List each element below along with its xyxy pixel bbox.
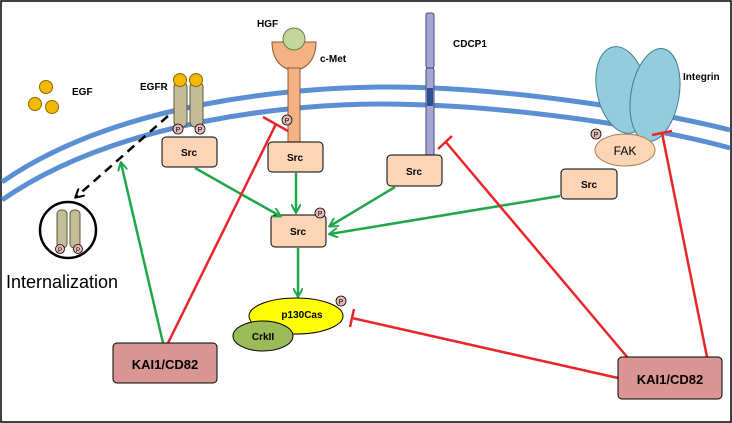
src-node-center [270,214,327,248]
crkii-node [232,320,294,352]
inhibit-kai1-to-p130cas [351,316,619,380]
svg-text:P: P [76,248,80,254]
src-cmet-label: Src [287,153,304,164]
src-center-phospho-icon: P [314,207,326,219]
inhibit-kai1-to-integrin [660,132,709,358]
svg-text:P: P [198,127,203,134]
arrow-kai1-to-egfr [121,163,165,344]
crkii-label: CrkII [252,332,274,343]
cmet-receptor [271,41,317,151]
inhibition-lines [166,115,709,380]
arrow-src-fak-to-src [330,194,561,234]
src-fak-label: Src [581,180,598,191]
src-cdcp1-label: Src [406,167,423,178]
p130cas-phospho-icon: P [335,295,347,307]
inhibit-kai1-to-cdcp1 [444,140,629,359]
kai1-left-label: KAI1/CD82 [132,357,198,372]
src-node-egfr [161,136,218,168]
egfr-phospho-icon: P P [172,123,206,135]
activation-arrows [121,163,561,344]
arrow-src-egfr-to-src [194,166,280,216]
hgf-ligand [282,27,306,51]
internalization-label: Internalization [6,272,118,292]
src-center-label: Src [290,227,307,238]
fak-phospho-icon: P [590,128,602,140]
svg-text:P: P [176,127,181,134]
kai1-right-box [617,356,723,400]
cdcp1-label: CDCP1 [453,39,487,50]
svg-text:P: P [285,118,290,125]
src-node-cmet [267,141,324,173]
hgf-label: HGF [257,19,278,30]
egf-ligands [28,80,59,114]
integrin-receptor [595,46,681,142]
kai1-left-box [112,342,218,384]
internalization-arrow [76,115,169,197]
p130cas-label: p130Cas [281,310,323,321]
src-node-fak [560,168,618,200]
svg-text:P: P [594,132,599,139]
internalized-egfr-icon: P P [38,200,98,260]
cmet-label: c-Met [320,54,347,65]
src-egfr-label: Src [181,148,198,159]
src-node-cdcp1 [386,154,443,187]
inhibit-kai1-to-cmet [166,123,278,344]
cdcp1-receptor [425,12,435,157]
svg-text:P: P [318,211,323,218]
egfr-receptor [173,73,204,128]
svg-text:P: P [58,248,62,254]
kai1-right-label: KAI1/CD82 [637,372,703,387]
fak-label: FAK [614,144,637,158]
integrin-label: Integrin [683,72,720,83]
fak-node [594,133,656,167]
arrow-src-cdcp1-to-src [330,185,396,226]
egf-label: EGF [72,87,93,98]
cmet-phospho-icon: P [281,114,293,126]
svg-text:P: P [339,299,344,306]
egfr-label: EGFR [140,82,169,93]
